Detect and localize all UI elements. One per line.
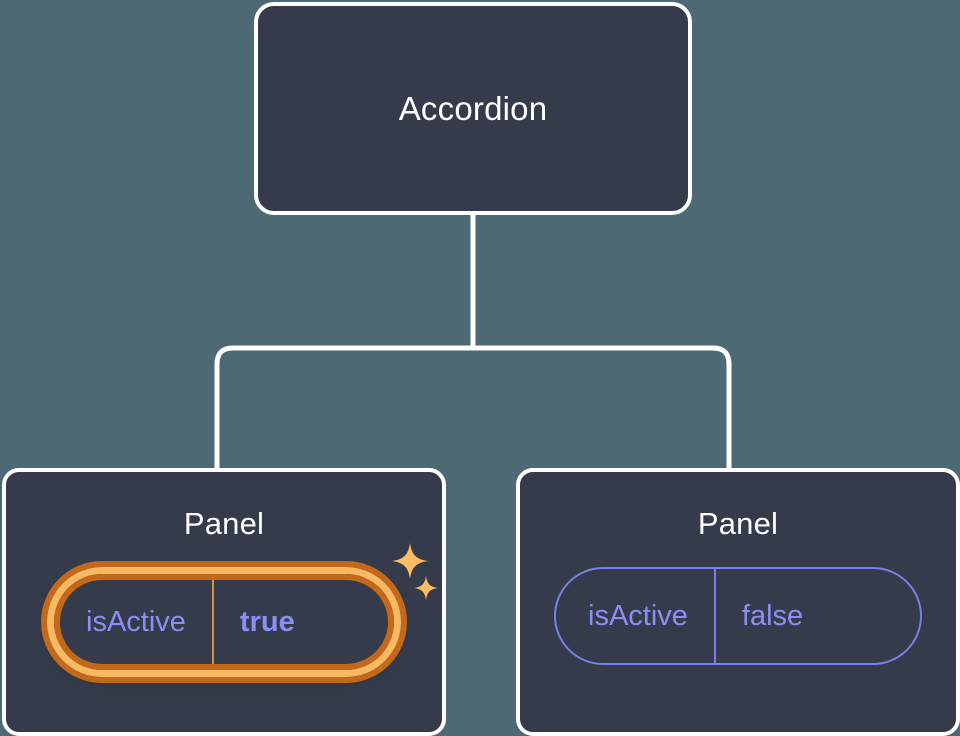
prop-value-inactive: false xyxy=(713,569,835,663)
prop-name-inactive: isActive xyxy=(588,599,688,632)
prop-pill-wrapper-inactive: isActive false xyxy=(520,567,956,665)
prop-name-active: isActive xyxy=(86,605,186,638)
connector-bus xyxy=(214,345,732,468)
prop-pill-active[interactable]: isActive true xyxy=(47,567,401,677)
prop-value-active: true xyxy=(211,574,327,670)
prop-pill-inactive[interactable]: isActive false xyxy=(554,567,922,665)
tree-node-accordion[interactable]: Accordion xyxy=(254,2,692,215)
tree-node-panel-active[interactable]: Panel isActive true xyxy=(2,468,446,736)
tree-node-panel-inactive-label: Panel xyxy=(697,506,779,541)
tree-node-accordion-label: Accordion xyxy=(398,90,548,127)
prop-pill-wrapper-active: isActive true xyxy=(6,567,442,677)
tree-node-panel-inactive[interactable]: Panel isActive false xyxy=(516,468,960,736)
tree-node-panel-active-label: Panel xyxy=(183,506,265,541)
